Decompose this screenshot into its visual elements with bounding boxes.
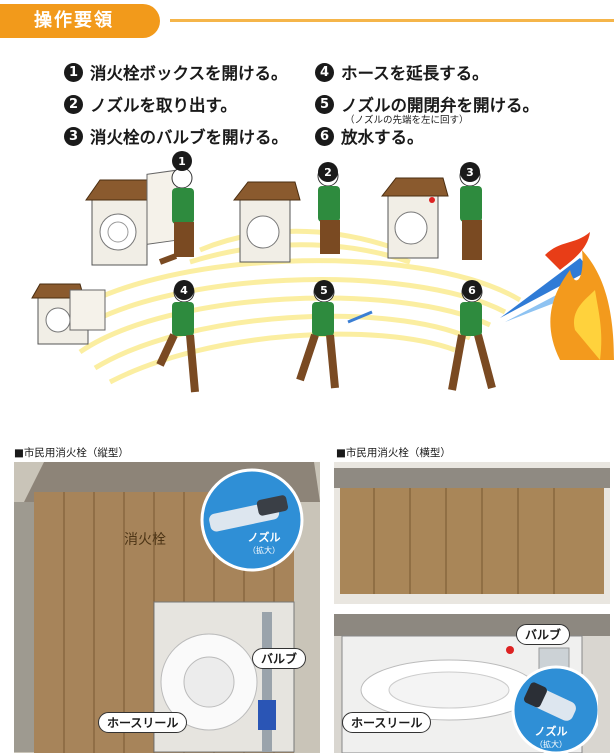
header-rule <box>170 19 614 22</box>
reel-callout-left: ホースリール <box>98 712 188 733</box>
step-number: 1 <box>64 62 83 82</box>
nozzle-label-right: ノズル （拡大） <box>534 725 568 750</box>
nozzle-zoom-left <box>200 468 304 572</box>
valve-callout-left: バルブ <box>252 648 307 669</box>
step-number: 6 <box>315 126 334 146</box>
step-text: ノズルの開閉弁を開ける。 <box>341 96 539 115</box>
step-5-note: （ノズルの先端を左に回す） <box>345 115 469 126</box>
fire <box>545 232 614 360</box>
step-5: 5 ノズルの開閉弁を開ける。 <box>315 92 539 116</box>
figure-1 <box>158 167 194 265</box>
hydrant-box-2 <box>232 181 301 263</box>
step-badge-6: 6 <box>462 280 482 300</box>
nozzle-zoom-right <box>511 665 598 753</box>
valve-callout-right: バルブ <box>516 624 571 645</box>
caption-horizontal: ■市民用消火栓（横型） <box>336 447 451 459</box>
section-title: 操作要領 <box>0 4 160 38</box>
svg-text:消火栓: 消火栓 <box>124 532 166 548</box>
hose-swirl <box>58 228 522 385</box>
step-number: 2 <box>64 94 83 114</box>
step-badge-4: 4 <box>174 280 194 300</box>
step-badge-3: 3 <box>460 162 480 182</box>
hydrant-box-1 <box>85 169 178 266</box>
step-number: 5 <box>315 94 334 114</box>
step-text: 放水する。 <box>341 128 424 147</box>
step-text: 消火栓のバルブを開ける。 <box>90 128 288 147</box>
step-4: 4 ホースを延長する。 <box>315 60 489 84</box>
hydrant-box-3 <box>380 177 449 259</box>
step-2: 2 ノズルを取り出す。 <box>64 92 237 116</box>
svg-text:5: 5 <box>320 284 328 297</box>
step-1: 1 消火栓ボックスを開ける。 <box>64 60 288 84</box>
step-text: ノズルを取り出す。 <box>90 96 237 115</box>
reel-callout-right: ホースリール <box>342 712 432 733</box>
caption-vertical: ■市民用消火栓（縦型） <box>14 447 129 459</box>
step-6: 6 放水する。 <box>315 124 424 148</box>
svg-text:3: 3 <box>466 166 474 179</box>
step-text: 消火栓ボックスを開ける。 <box>90 64 288 83</box>
step-badge-1: 1 <box>172 151 192 171</box>
step-text: ホースを延長する。 <box>341 64 489 83</box>
operation-illustration: 1 2 3 4 5 6 <box>31 151 614 393</box>
figure-5 <box>296 281 373 389</box>
svg-text:1: 1 <box>178 155 186 168</box>
svg-text:4: 4 <box>180 284 188 297</box>
hydrant-box-4 <box>31 283 106 345</box>
step-number: 3 <box>64 126 83 146</box>
step-badge-5: 5 <box>314 280 334 300</box>
svg-text:6: 6 <box>468 284 476 297</box>
step-3: 3 消火栓のバルブを開ける。 <box>64 124 288 148</box>
svg-text:2: 2 <box>324 166 332 179</box>
figure-3 <box>459 165 482 260</box>
step-number: 4 <box>315 62 334 82</box>
step-badge-2: 2 <box>318 162 338 182</box>
nozzle-label-left: ノズル （拡大） <box>247 531 281 556</box>
photo-horizontal-closed <box>334 462 610 604</box>
